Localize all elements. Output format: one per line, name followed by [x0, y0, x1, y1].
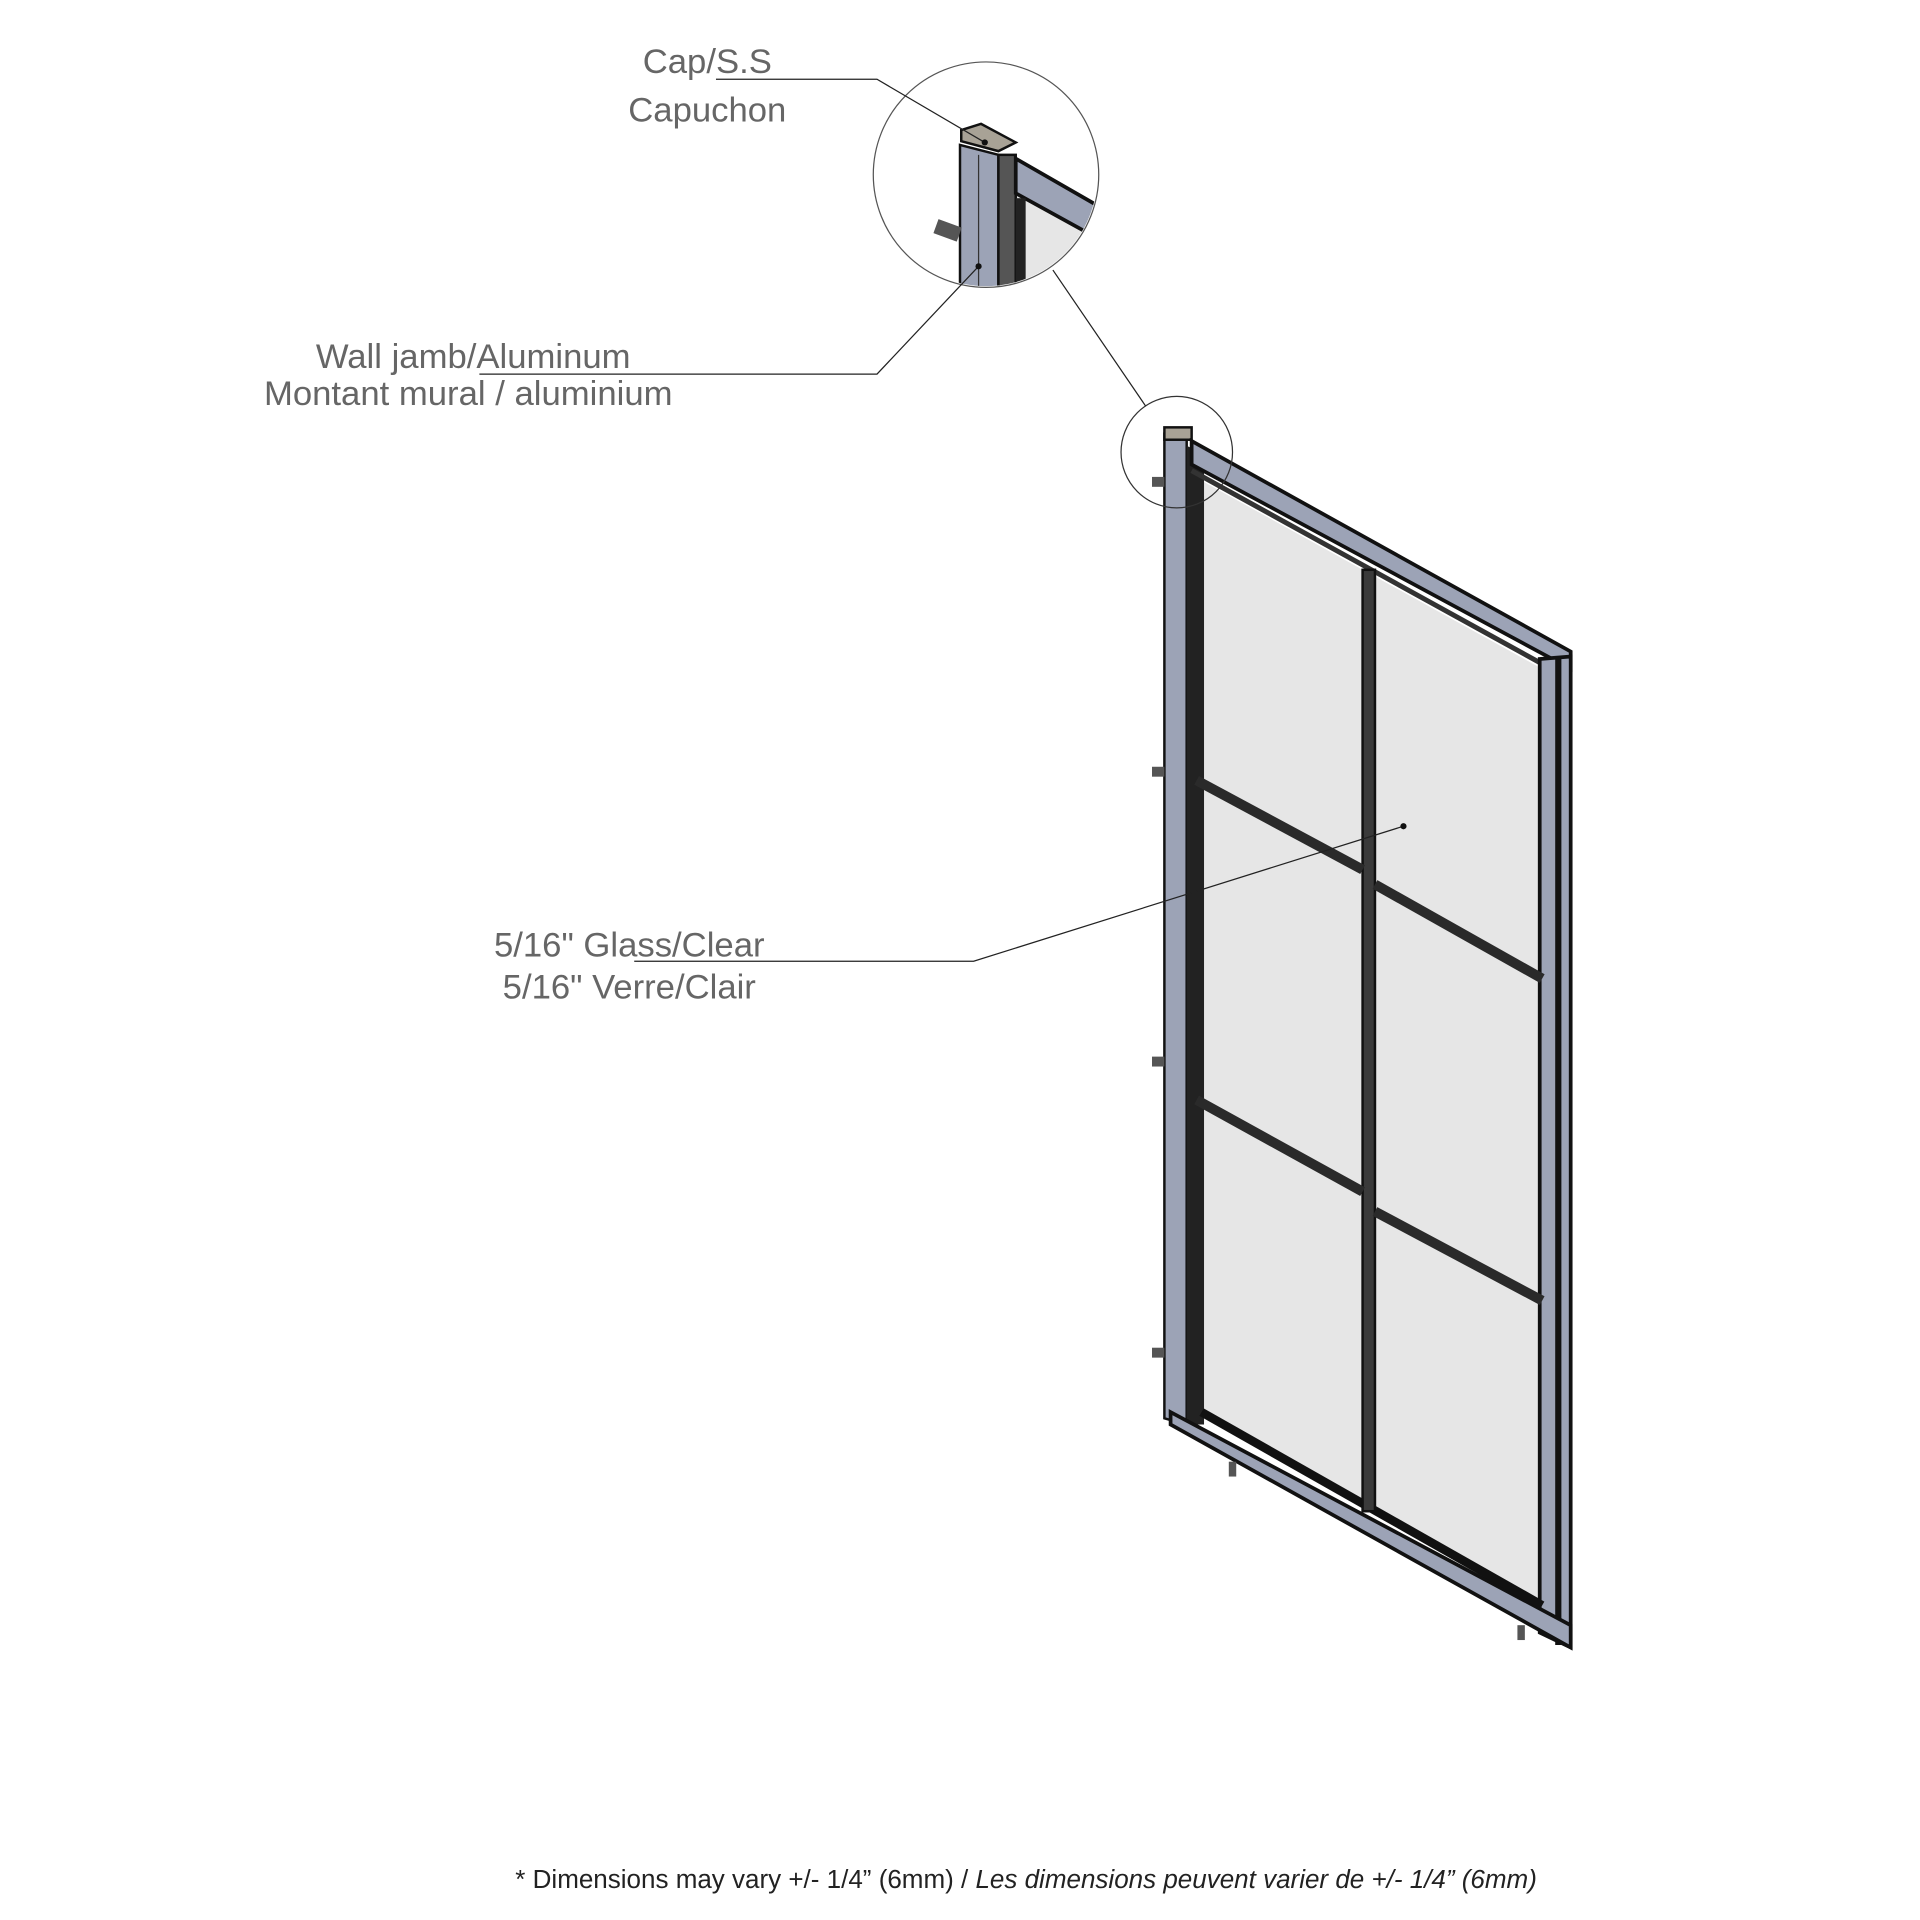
vertical-mullion — [1361, 568, 1377, 1513]
wall-jamb-leader — [479, 265, 980, 375]
footnote: * Dimensions may vary +/- 1/4” (6mm) / L… — [515, 1864, 1537, 1894]
cap-label-en: Cap/S.S — [643, 43, 772, 81]
anchor-bolts — [1152, 476, 1525, 1641]
horizontal-bar — [1372, 1207, 1545, 1306]
horizontal-bar — [1372, 880, 1545, 983]
wall-jamb-label-fr: Montant mural / aluminium — [264, 375, 673, 413]
footnote-french: Les dimensions peuvent varier de +/- 1/4… — [975, 1864, 1536, 1894]
wall-jamb — [1163, 429, 1188, 1427]
top-gasket — [1190, 468, 1544, 667]
glass-leader-dot — [1400, 823, 1407, 830]
footnote-english: * Dimensions may vary +/- 1/4” (6mm) / — [515, 1864, 975, 1894]
wall-jamb-label-en: Wall jamb/Aluminum — [316, 338, 631, 376]
cap-leader — [715, 78, 986, 143]
glass-label-fr: 5/16" Verre/Clair — [503, 968, 756, 1006]
cap-leader-dot — [981, 139, 988, 146]
horizontal-bar — [1194, 1095, 1365, 1196]
glass-leader — [634, 825, 1404, 962]
cap — [1163, 426, 1193, 441]
cap-label-fr: Capuchon — [628, 91, 786, 129]
detail-callout-circle — [1120, 395, 1234, 509]
shower-panel — [1152, 426, 1573, 1651]
left-stile — [1186, 445, 1205, 1425]
horizontal-bar — [1194, 776, 1365, 874]
bottom-rail — [1168, 1409, 1573, 1651]
wall-jamb-leader-dot — [975, 263, 982, 270]
glass-label-en: 5/16" Glass/Clear — [494, 926, 765, 964]
detail-connector — [1052, 269, 1147, 407]
